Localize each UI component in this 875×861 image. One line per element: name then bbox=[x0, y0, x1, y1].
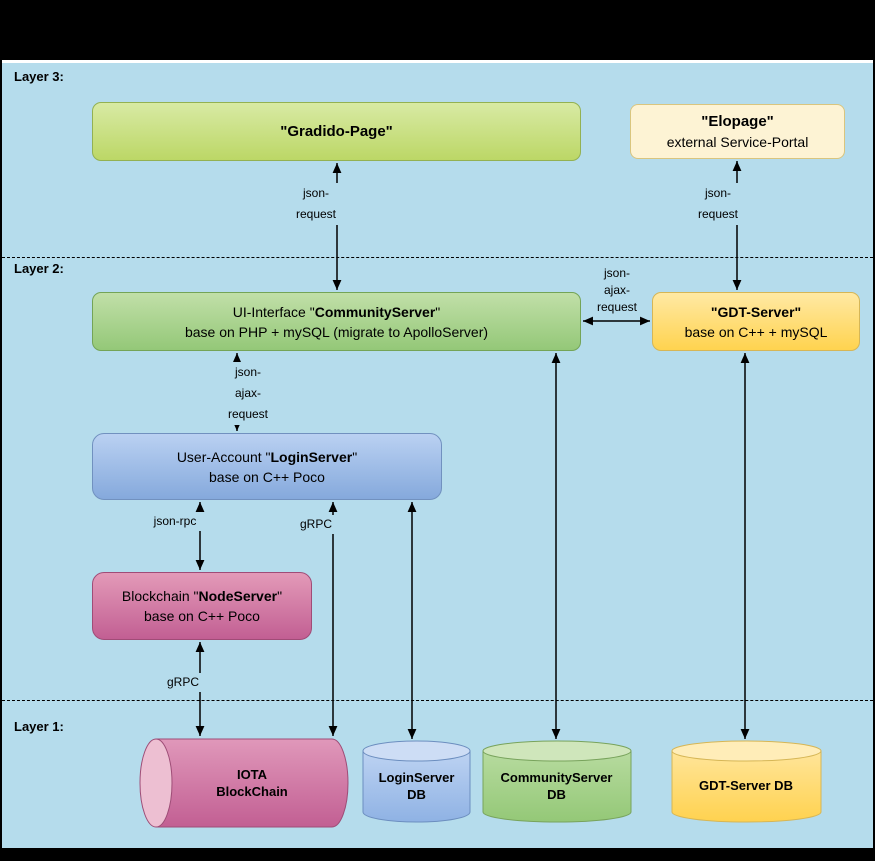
community-server-db: CommunityServer DB bbox=[482, 741, 631, 822]
communitydb-cylinder-body bbox=[482, 750, 632, 823]
community-server-title-name: CommunityServer bbox=[314, 303, 436, 320]
elopage-subtitle: external Service-Portal bbox=[666, 133, 809, 150]
edge-label-json-ajax-request-cs-login: json- ajax- request bbox=[216, 362, 280, 425]
gdt-server-node: "GDT-Server" base on C++ + mySQL bbox=[652, 292, 860, 351]
iota-label-line2: BlockChain bbox=[216, 784, 288, 799]
gdtdb-cylinder-cap bbox=[671, 740, 822, 762]
edge-label-line: gRPC bbox=[166, 675, 199, 689]
logindb-cylinder-cap bbox=[362, 740, 471, 762]
community-server-title: UI-Interface "CommunityServer" bbox=[93, 302, 580, 322]
node-server-title-name: NodeServer bbox=[198, 588, 278, 604]
node-server-title-prefix: Blockchain " bbox=[121, 588, 199, 604]
communitydb-label-line1: CommunityServer bbox=[500, 769, 613, 785]
community-server-node: UI-Interface "CommunityServer" base on P… bbox=[92, 292, 581, 351]
login-server-node: User-Account "LoginServer" base on C++ P… bbox=[92, 433, 442, 500]
edge-label-json-request-elopage: json- request bbox=[686, 183, 750, 225]
edge-label-line: json-rpc bbox=[153, 514, 197, 528]
login-server-subtitle: base on C++ Poco bbox=[209, 468, 325, 485]
edge-label-line: request bbox=[697, 207, 739, 221]
iota-blockchain-db: IOTA BlockChain bbox=[156, 738, 348, 828]
gradido-page-node: "Gradido-Page" bbox=[92, 102, 581, 161]
edges-and-cylinders-layer bbox=[139, 161, 822, 828]
gdtdb-label-line1: GDT-Server DB bbox=[699, 778, 793, 793]
edge-label-line: request bbox=[227, 407, 269, 421]
layer3-layer2-divider bbox=[2, 257, 873, 258]
elopage-title: "Elopage" bbox=[701, 112, 774, 130]
login-server-title-name: LoginServer bbox=[270, 448, 353, 465]
edge-label-json-rpc: json-rpc bbox=[143, 512, 207, 531]
edge-label-json-request-gradido: json- request bbox=[284, 183, 348, 225]
login-server-title: User-Account "LoginServer" bbox=[93, 447, 441, 467]
gdt-server-title: "GDT-Server" bbox=[710, 303, 802, 320]
logindb-label-line1: LoginServer bbox=[378, 769, 455, 785]
login-server-title-prefix: User-Account " bbox=[176, 448, 271, 465]
node-server-node: Blockchain "NodeServer" base on C++ Poco bbox=[92, 572, 312, 640]
edge-label-line: ajax- bbox=[234, 386, 261, 400]
node-server-title: Blockchain "NodeServer" bbox=[93, 586, 311, 606]
edge-label-line: json- bbox=[704, 186, 731, 200]
communitydb-label-line2: DB bbox=[547, 786, 566, 802]
edge-label-line: json- bbox=[234, 365, 261, 379]
iota-cylinder-cap bbox=[139, 738, 173, 828]
edge-label-json-ajax-request-cs-gdt: json- ajax- request bbox=[585, 265, 649, 316]
edge-label-line: json- bbox=[603, 266, 630, 280]
edge-label-line: gRPC bbox=[299, 517, 332, 531]
iota-label-line1: IOTA bbox=[236, 767, 268, 782]
communitydb-cylinder-cap bbox=[482, 740, 632, 762]
layer3-label: Layer 3: bbox=[14, 69, 64, 84]
login-server-db: LoginServer DB bbox=[362, 741, 471, 822]
edge-label-line: json- bbox=[302, 186, 329, 200]
gdt-server-subtitle: base on C++ + mySQL bbox=[684, 323, 828, 340]
edge-label-grpc-nodeserver: gRPC bbox=[151, 673, 215, 692]
community-server-title-prefix: UI-Interface " bbox=[232, 303, 315, 320]
iota-cylinder-body bbox=[155, 738, 349, 828]
edge-label-line: request bbox=[295, 207, 337, 221]
architecture-diagram: Layer 3: Layer 2: Layer 1: "Gradido-Page… bbox=[2, 60, 873, 848]
edge-label-line: request bbox=[596, 300, 638, 314]
node-server-title-suffix: " bbox=[277, 588, 283, 604]
layer2-label: Layer 2: bbox=[14, 261, 64, 276]
logindb-label-line2: DB bbox=[407, 786, 426, 802]
gdt-server-db: GDT-Server DB bbox=[671, 741, 821, 822]
gdtdb-cylinder-body bbox=[671, 750, 822, 823]
node-server-subtitle: base on C++ Poco bbox=[144, 608, 260, 624]
gradido-page-title: "Gradido-Page" bbox=[280, 122, 393, 140]
layer1-label: Layer 1: bbox=[14, 719, 64, 734]
layer2-layer1-divider bbox=[2, 700, 873, 701]
elopage-node: "Elopage" external Service-Portal bbox=[630, 104, 845, 159]
edge-label-line: ajax- bbox=[603, 283, 630, 297]
logindb-cylinder-body bbox=[362, 750, 471, 823]
community-server-title-suffix: " bbox=[435, 303, 441, 320]
edge-label-grpc-loginserver: gRPC bbox=[284, 515, 348, 534]
community-server-subtitle: base on PHP + mySQL (migrate to ApolloSe… bbox=[184, 323, 489, 340]
login-server-title-suffix: " bbox=[352, 448, 358, 465]
